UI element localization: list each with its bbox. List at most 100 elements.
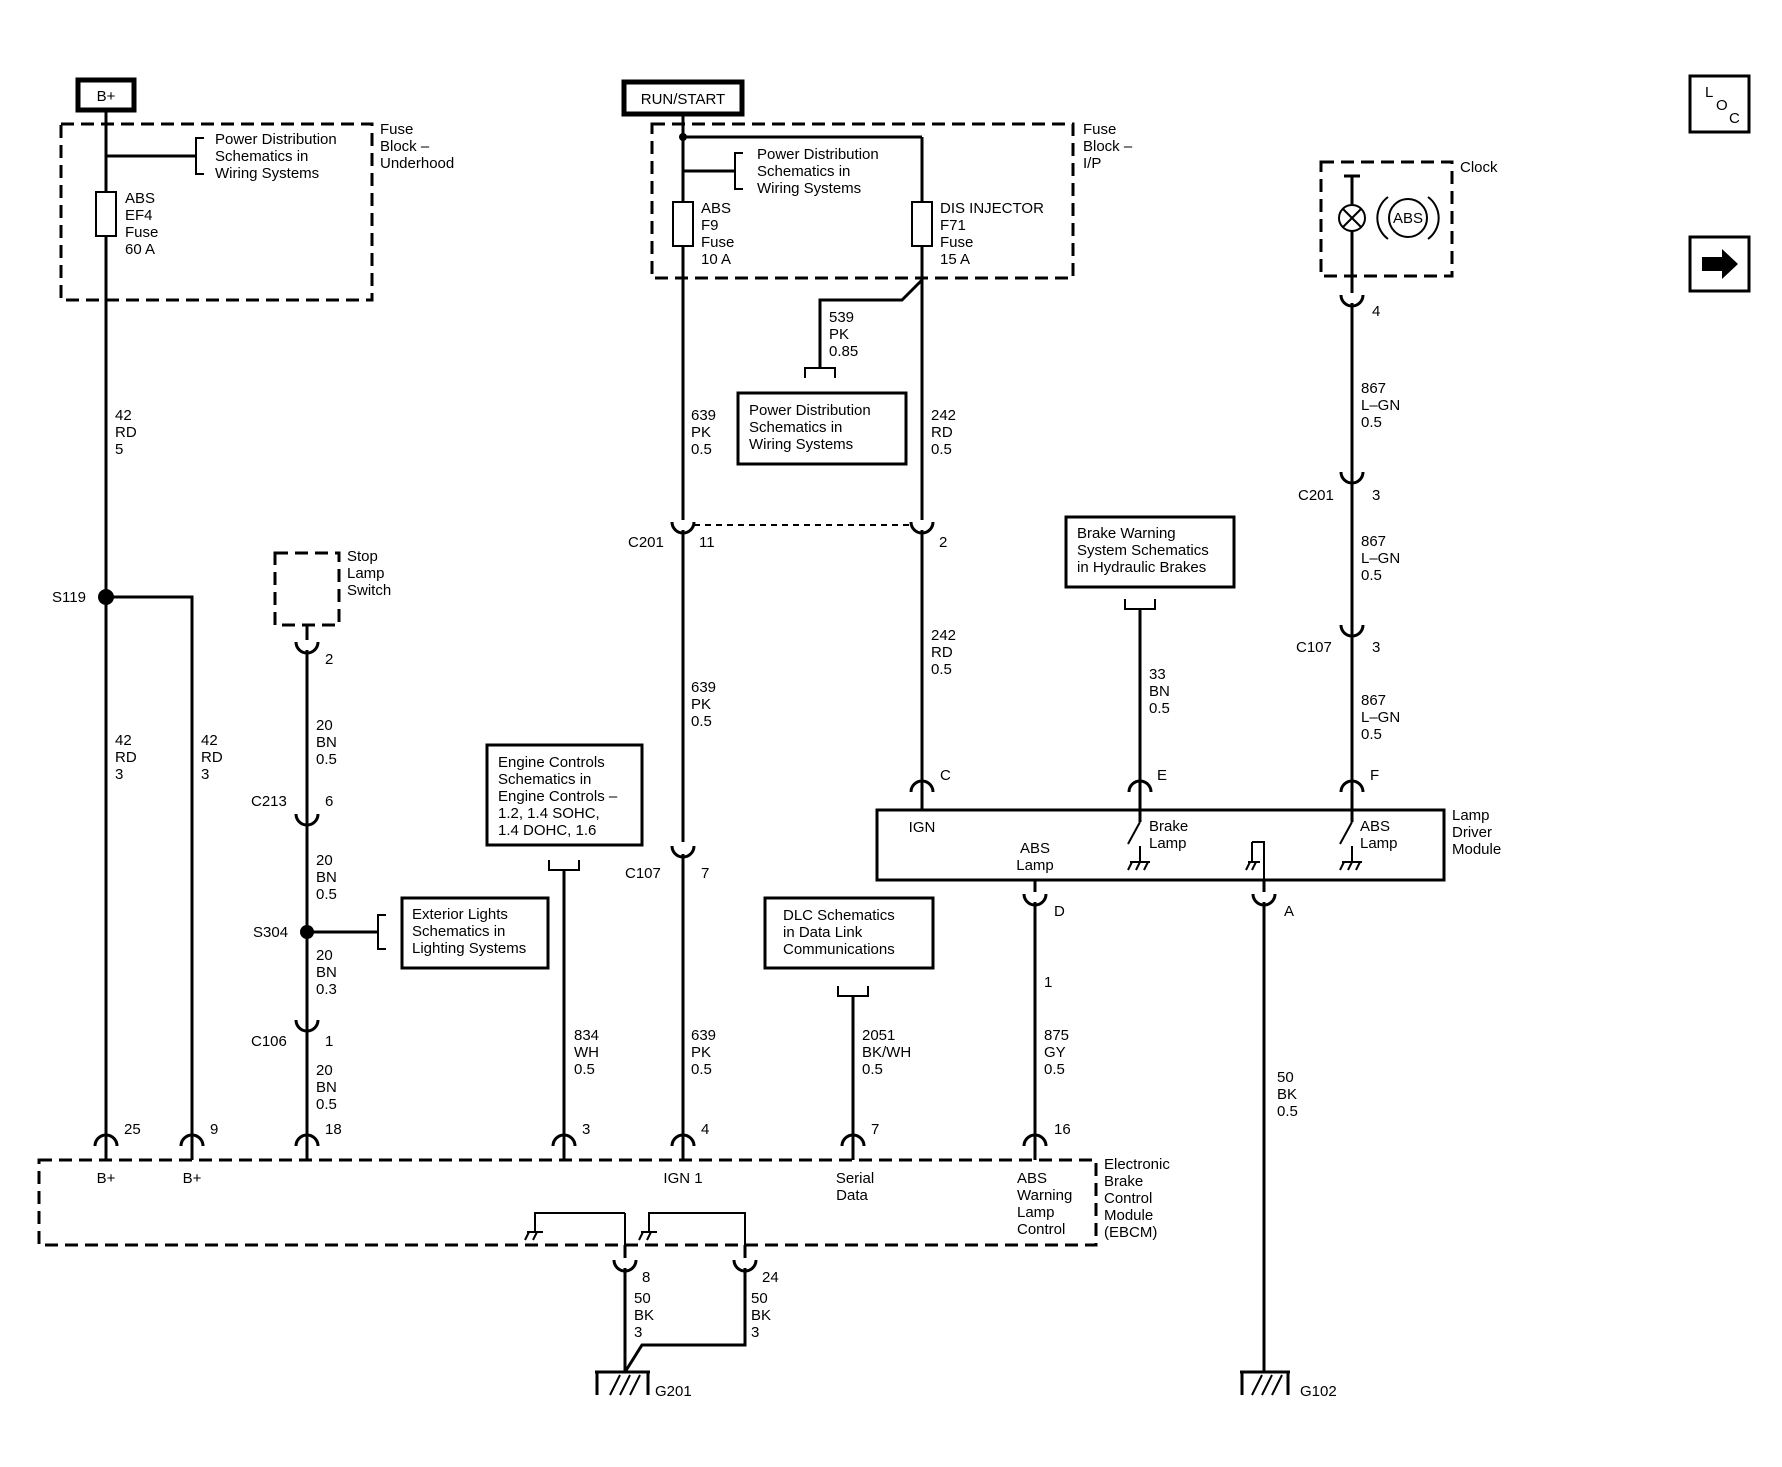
svg-text:867: 867 bbox=[1361, 692, 1386, 709]
brake-warning-ref-box bbox=[1064, 515, 1236, 589]
ebcm-ign1-label: IGN 1 bbox=[663, 1170, 702, 1187]
ebcm-abs-warning-label: ABS Warning Lamp Control bbox=[1017, 1170, 1072, 1238]
svg-text:EF4: EF4 bbox=[125, 207, 153, 224]
svg-text:834: 834 bbox=[574, 1027, 599, 1044]
svg-text:Warning: Warning bbox=[1017, 1187, 1072, 1204]
svg-text:50: 50 bbox=[751, 1290, 768, 1307]
ebcm-pin-3 bbox=[551, 1133, 577, 1160]
svg-text:ABS: ABS bbox=[1360, 818, 1390, 835]
connector-c107-label: C107 bbox=[625, 865, 661, 882]
ebcm-pin-25-label: 25 bbox=[124, 1121, 141, 1138]
svg-text:0.5: 0.5 bbox=[316, 886, 337, 903]
connector-c201-pin-3 bbox=[1339, 471, 1365, 485]
ground-icon bbox=[638, 1231, 657, 1241]
svg-text:0.5: 0.5 bbox=[1044, 1061, 1065, 1078]
svg-text:Control: Control bbox=[1017, 1221, 1065, 1238]
svg-text:1.2, 1.4 SOHC,: 1.2, 1.4 SOHC, bbox=[498, 805, 600, 822]
svg-text:3: 3 bbox=[115, 766, 123, 783]
svg-text:50: 50 bbox=[1277, 1069, 1294, 1086]
svg-text:Data: Data bbox=[836, 1187, 868, 1204]
svg-text:PK: PK bbox=[829, 326, 849, 343]
svg-text:Wiring Systems: Wiring Systems bbox=[215, 165, 319, 182]
wire-242-rd-mid: 242 RD 0.5 bbox=[931, 627, 956, 678]
svg-text:10 A: 10 A bbox=[701, 251, 731, 268]
wire-539-pk: 539 PK 0.85 bbox=[829, 309, 858, 360]
svg-text:0.5: 0.5 bbox=[1361, 567, 1382, 584]
svg-text:Schematics in: Schematics in bbox=[215, 148, 308, 165]
ebcm-pin-4-label: 4 bbox=[701, 1121, 709, 1138]
svg-text:Block –: Block – bbox=[380, 138, 430, 155]
fuse-f71-icon bbox=[911, 201, 933, 247]
engine-controls-ref-box bbox=[485, 743, 644, 847]
fuse-f71-label: DIS INJECTOR F71 Fuse 15 A bbox=[940, 200, 1044, 268]
fuse-block-ip bbox=[650, 122, 1075, 280]
svg-text:20: 20 bbox=[316, 852, 333, 869]
svg-text:0.5: 0.5 bbox=[691, 1061, 712, 1078]
svg-text:C: C bbox=[1729, 110, 1740, 127]
wire-867-lgn-1: 867 L–GN 0.5 bbox=[1361, 380, 1400, 431]
ldm-brake-lamp-label: Brake Lamp bbox=[1149, 818, 1188, 852]
wire-33-bn: 33 BN 0.5 bbox=[1149, 666, 1170, 717]
ebcm-pin-18-label: 18 bbox=[325, 1121, 342, 1138]
svg-text:BK: BK bbox=[751, 1307, 771, 1324]
svg-text:BK: BK bbox=[1277, 1086, 1297, 1103]
wire-50-bk-3-pin24: 50 BK 3 bbox=[751, 1290, 771, 1341]
svg-text:in Hydraulic Brakes: in Hydraulic Brakes bbox=[1077, 559, 1206, 576]
wire-d-num: 1 bbox=[1044, 974, 1052, 991]
abs-symbol-icon bbox=[1388, 198, 1428, 238]
location-icon[interactable]: L O C bbox=[1688, 74, 1751, 134]
svg-text:Stop: Stop bbox=[347, 548, 378, 565]
ldm-abs-lamp-1-label: ABS Lamp bbox=[1016, 840, 1054, 874]
svg-text:20: 20 bbox=[316, 947, 333, 964]
ebcm-pin-25 bbox=[93, 1133, 119, 1160]
abs-lamp-switch-icon bbox=[1339, 821, 1353, 845]
connector-c201-pin-2-label: 2 bbox=[939, 534, 947, 551]
svg-text:L–GN: L–GN bbox=[1361, 709, 1400, 726]
svg-text:Fuse: Fuse bbox=[701, 234, 734, 251]
stop-switch-pin-2-label: 2 bbox=[325, 651, 333, 668]
connector-c106-label: C106 bbox=[251, 1033, 287, 1050]
svg-text:Brake: Brake bbox=[1149, 818, 1188, 835]
svg-text:Wiring Systems: Wiring Systems bbox=[757, 180, 861, 197]
svg-text:Module: Module bbox=[1452, 841, 1501, 858]
ground-icon bbox=[1127, 861, 1150, 871]
ldm-pin-f-label: F bbox=[1370, 767, 1379, 784]
ebcm-pin-7 bbox=[840, 1133, 866, 1160]
arrow-right-icon[interactable] bbox=[1688, 235, 1751, 293]
svg-text:20: 20 bbox=[316, 717, 333, 734]
svg-text:0.5: 0.5 bbox=[691, 441, 712, 458]
svg-text:Serial: Serial bbox=[836, 1170, 874, 1187]
svg-text:Lighting Systems: Lighting Systems bbox=[412, 940, 526, 957]
svg-text:BN: BN bbox=[316, 1079, 337, 1096]
svg-text:PK: PK bbox=[691, 1044, 711, 1061]
svg-text:3: 3 bbox=[201, 766, 209, 783]
wire-20-bn-1: 20 BN 0.5 bbox=[316, 717, 337, 768]
svg-text:System Schematics: System Schematics bbox=[1077, 542, 1209, 559]
svg-text:867: 867 bbox=[1361, 380, 1386, 397]
svg-text:DIS INJECTOR: DIS INJECTOR bbox=[940, 200, 1044, 217]
svg-text:RD: RD bbox=[115, 424, 137, 441]
svg-text:Control: Control bbox=[1104, 1190, 1152, 1207]
svg-text:Lamp: Lamp bbox=[1016, 857, 1054, 874]
fuse-block-underhood-title: Fuse Block – Underhood bbox=[380, 121, 454, 172]
svg-text:F9: F9 bbox=[701, 217, 719, 234]
ground-g201-icon bbox=[595, 1370, 650, 1396]
svg-text:GY: GY bbox=[1044, 1044, 1066, 1061]
svg-text:Lamp: Lamp bbox=[1360, 835, 1398, 852]
exterior-lights-ref-text: Exterior Lights Schematics in Lighting S… bbox=[412, 906, 526, 957]
svg-text:Power Distribution: Power Distribution bbox=[757, 146, 879, 163]
connector-c107-pin-3-label: 3 bbox=[1372, 639, 1380, 656]
svg-text:Switch: Switch bbox=[347, 582, 391, 599]
ldm-pin-f bbox=[1339, 779, 1365, 793]
svg-text:Driver: Driver bbox=[1452, 824, 1492, 841]
wire-20-bn-4: 20 BN 0.5 bbox=[316, 1062, 337, 1113]
ebcm-pin-24 bbox=[732, 1245, 758, 1273]
svg-text:0.5: 0.5 bbox=[1361, 726, 1382, 743]
ground-g102-label: G102 bbox=[1300, 1383, 1337, 1400]
svg-text:242: 242 bbox=[931, 407, 956, 424]
svg-text:42: 42 bbox=[115, 732, 132, 749]
ebcm-pin-16-label: 16 bbox=[1054, 1121, 1071, 1138]
ldm-internal-ground bbox=[1252, 841, 1265, 880]
svg-text:ABS: ABS bbox=[701, 200, 731, 217]
wire-834-wh: 834 WH 0.5 bbox=[574, 1027, 599, 1078]
